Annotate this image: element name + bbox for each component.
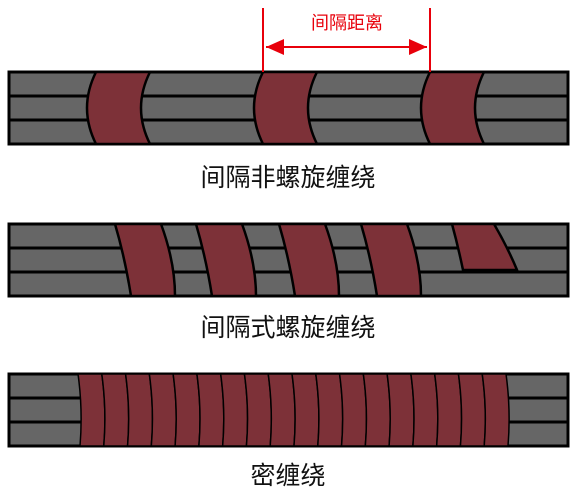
tape-band: [291, 373, 320, 447]
tape-band: [243, 373, 273, 447]
tape-band: [314, 373, 344, 447]
spacing-dimension: 间隔距离: [262, 8, 431, 72]
tape-band: [338, 373, 368, 447]
tape-band: [419, 70, 487, 146]
panel-spaced-bands: 间隔距离 间隔非螺旋缠绕: [7, 8, 570, 192]
tape-helix-band: [113, 222, 177, 298]
tape-band: [457, 373, 487, 447]
tape-band: [433, 373, 463, 447]
tape-band: [362, 373, 391, 447]
panel-caption: 间隔非螺旋缠绕: [200, 163, 375, 192]
tape-band: [172, 373, 201, 447]
panel-caption: 密缠绕: [250, 461, 325, 490]
tape-band: [148, 373, 177, 447]
tape-helix-band: [277, 222, 341, 298]
tape-band: [252, 70, 320, 146]
tape-helix-band: [359, 222, 423, 298]
tape-band: [124, 373, 154, 447]
panel-spaced-helix: 间隔式螺旋缠绕: [7, 222, 570, 342]
tape-end-piece: [450, 222, 519, 272]
panel-caption: 间隔式螺旋缠绕: [200, 313, 375, 342]
tape-band: [85, 70, 153, 146]
dense-tape-wrap: [77, 373, 510, 447]
tape-band: [267, 373, 296, 447]
tape-band: [100, 373, 130, 447]
tape-band: [481, 373, 510, 447]
tape-band: [196, 373, 225, 447]
tape-band: [219, 373, 249, 447]
tape-band: [77, 373, 106, 447]
tape-band: [386, 373, 415, 447]
tape-band: [410, 373, 439, 447]
dimension-label: 间隔距离: [311, 13, 383, 34]
panel-dense: 密缠绕: [7, 372, 570, 490]
tape-helix-band: [194, 222, 258, 298]
